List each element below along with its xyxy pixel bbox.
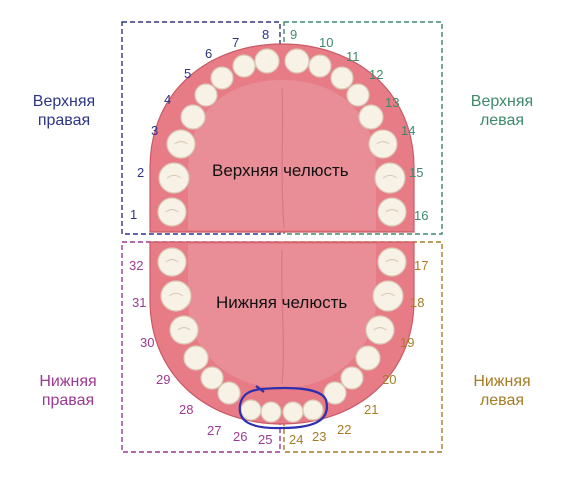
tooth-number-label: 8 [262,27,270,42]
lower-tooth [323,381,347,405]
lower-tooth [240,399,262,421]
palate-midline [281,87,285,229]
lower-tooth [365,315,395,345]
tooth-number-label: 9 [290,27,298,42]
lower-tooth [282,401,304,423]
lower-tooth [260,401,282,423]
tooth-number-label: 20 [382,372,397,387]
upper-tooth [158,162,190,194]
tooth-number-label: 29 [156,372,171,387]
quadrant-label-line: левая [479,392,525,410]
upper-tooth [368,129,398,159]
tooth-number-label: 31 [132,295,147,310]
tooth-number-label: 25 [258,432,273,447]
tooth-groove [177,327,191,331]
upper-tooth [308,54,332,78]
tooth-number-label: 6 [205,46,213,61]
tooth-number-label: 12 [369,67,384,82]
tooth-groove [165,209,179,213]
upper-teeth [157,48,407,227]
tooth-number-label: 18 [410,295,425,310]
tooth-number-label: 10 [319,35,334,50]
tooth-groove [166,174,182,179]
tooth-number-label: 23 [312,429,327,444]
quadrant-label-lower-left: Нижняя левая [452,372,552,410]
tooth-number-label: 26 [233,429,248,444]
upper-tooth [210,66,234,90]
tooth-number-label: 32 [129,258,144,273]
tooth-groove [385,259,399,263]
lower-tooth [217,381,241,405]
quadrant-label-line: Верхняя [470,93,534,110]
quadrant-label-upper-right: Верхняя правая [18,92,110,130]
quadrant-label-line: Нижняя [39,373,97,390]
quadrant-label-line: Верхняя [32,93,96,110]
tooth-number-label: 21 [364,402,379,417]
tooth-number-label: 1 [130,207,138,222]
upper-tooth [254,48,280,74]
upper-tooth [194,83,218,107]
upper-tooth [166,129,196,159]
lower-tooth [355,345,381,371]
lower-tooth [372,280,404,312]
upper-tooth [157,197,187,227]
upper-tooth [358,104,384,130]
quadrant-label-upper-left: Верхняя левая [456,92,548,130]
annotation-circle [238,385,328,430]
lower-teeth [157,247,407,423]
lower-floor [188,244,376,388]
tooth-number-label: 3 [151,123,159,138]
tooth-number-label: 7 [232,35,240,50]
tooth-groove [168,292,184,297]
tooth-number-label: 19 [400,335,415,350]
lower-tooth [302,399,324,421]
tooth-groove [373,327,387,331]
quadrant-label-line: правая [41,392,95,410]
tooth-number-label: 22 [337,422,352,437]
lower-tooth [377,247,407,277]
tooth-number-label: 11 [346,49,360,64]
tooth-groove [385,209,399,213]
upper-tooth [232,54,256,78]
tooth-number-label: 15 [409,165,424,180]
lower-tooth [200,366,224,390]
lower-tooth [340,366,364,390]
lower-tooth [157,247,187,277]
tooth-number-label: 5 [184,66,192,81]
tooth-number-label: 4 [164,92,172,107]
tooth-number-label: 24 [289,432,304,447]
lower-jaw-label: Нижняя челюсть [216,293,348,312]
upper-tooth [346,83,370,107]
tooth-number-label: 17 [414,258,429,273]
tongue-midline [280,249,285,385]
tooth-number-label: 13 [385,95,400,110]
tooth-number-label: 14 [401,123,416,138]
lower-tooth [169,315,199,345]
quadrant-label-lower-right: Нижняя правая [18,372,118,410]
upper-tooth [284,48,310,74]
tooth-groove [380,292,396,297]
quadrant-label-line: левая [479,112,525,130]
upper-tooth [377,197,407,227]
quadrant-label-line: Нижняя [473,373,531,390]
lower-tooth [160,280,192,312]
upper-tooth [330,66,354,90]
tooth-number-label: 28 [179,402,194,417]
upper-jaw-label: Верхняя челюсть [212,161,349,180]
tooth-groove [376,141,390,145]
quadrant-label-line: правая [37,112,91,130]
tooth-number-label: 16 [414,208,429,223]
tooth-groove [165,259,179,263]
tooth-number-label: 27 [207,423,222,438]
lower-tooth [183,345,209,371]
upper-tooth [180,104,206,130]
tooth-number-label: 30 [140,335,155,350]
upper-tooth [374,162,406,194]
tooth-groove [382,174,398,179]
tooth-groove [174,141,188,145]
tooth-number-label: 2 [137,165,145,180]
